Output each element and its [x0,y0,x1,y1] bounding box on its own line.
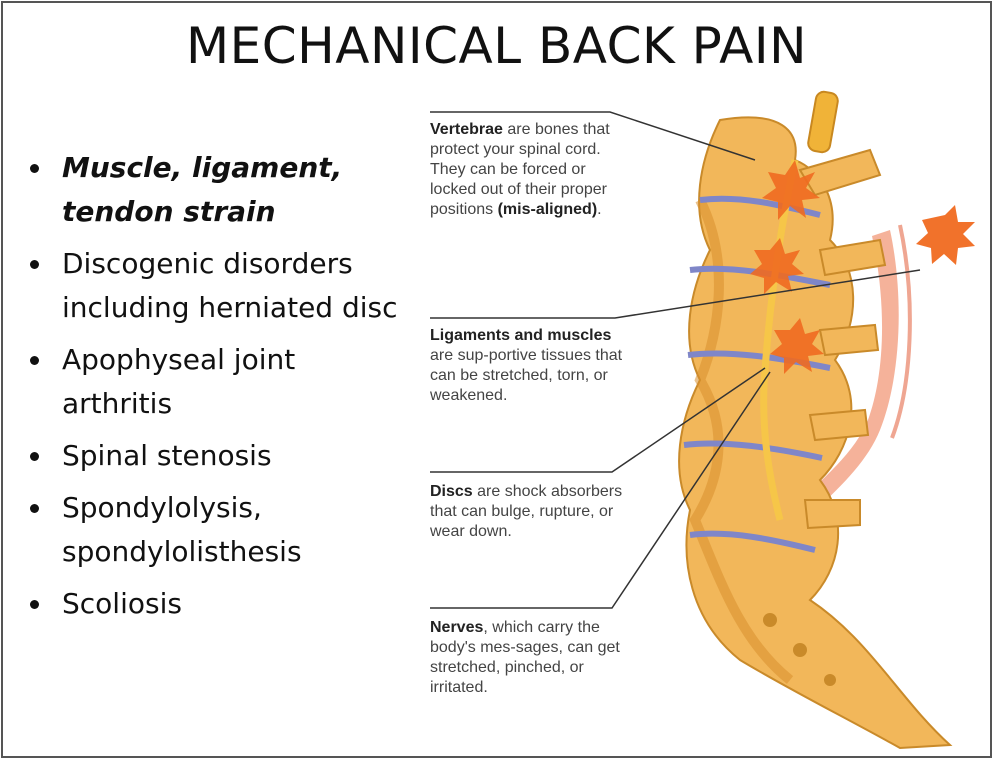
caption-term: Nerves [430,619,484,636]
pain-burst [916,205,975,265]
caption-text: are sup-portive tissues that can be stre… [430,347,623,404]
slide-title: MECHANICAL BACK PAIN [186,17,807,75]
pain-burst [762,160,820,220]
bullet-list: Muscle, ligament, tendon strain Discogen… [28,146,400,634]
spinal-cord [807,90,839,154]
pain-burst [750,238,804,294]
spine-shadow [689,197,794,684]
spinous-process [803,499,861,530]
bullet-dot [30,452,39,461]
bullet-item: Scoliosis [28,582,400,626]
bullet-item: Muscle, ligament, tendon strain [28,146,400,234]
muscle-fiber [890,224,912,439]
disc [689,530,816,553]
caption-vertebrae: Vertebrae are bones that protect your sp… [430,120,626,220]
bullet-text: Apophyseal joint arthritis [62,343,296,420]
caption-term: (mis-aligned) [497,201,598,218]
disc [699,195,821,218]
spinous-process [818,238,887,277]
bullet-item: Spinal stenosis [28,434,400,478]
bullet-item: Apophyseal joint arthritis [28,338,400,426]
bullet-dot [30,356,39,365]
leader-line [430,371,771,609]
bullet-dot [30,600,39,609]
sacral-foramen [824,674,836,686]
caption-text: are shock absorbers that can bulge, rupt… [430,483,623,540]
leader-line [430,367,766,473]
sacral-foramen [793,643,807,657]
nerve [760,159,799,521]
bullet-text: Spondylolysis, spondylolisthesis [62,491,302,568]
spinous-process [798,148,882,197]
bullet-text: Scoliosis [62,587,182,620]
leader-line [430,111,756,161]
leader-line [430,269,921,319]
caption-term: Vertebrae [430,121,503,138]
caption-text: , which carry the body's mes-sages, can … [430,619,620,696]
caption-text: are bones that protect your spinal cord.… [430,121,610,218]
bullet-dot [30,260,39,269]
pain-burst [770,318,824,374]
caption-term: Ligaments and muscles [430,327,612,344]
caption-ligaments: Ligaments and muscles are sup-portive ti… [430,326,626,406]
bullet-text: Discogenic disorders including herniated… [62,247,398,324]
bullet-dot [30,164,39,173]
sacral-foramen [763,613,777,627]
caption-text: . [597,201,602,218]
spinous-process [808,408,870,442]
caption-discs: Discs are shock absorbers that can bulge… [430,482,626,542]
caption-nerves: Nerves, which carry the body's mes-sages… [430,618,626,698]
caption-term: Discs [430,483,473,500]
bullet-item: Discogenic disorders including herniated… [28,242,400,330]
spinous-process [818,323,880,357]
bullet-text: Spinal stenosis [62,439,272,472]
bullet-text: Muscle, ligament, tendon strain [62,151,343,228]
disc [683,440,823,461]
bullet-item: Spondylolysis, spondylolisthesis [28,486,400,574]
disc [687,350,831,371]
bullet-dot [30,504,39,513]
